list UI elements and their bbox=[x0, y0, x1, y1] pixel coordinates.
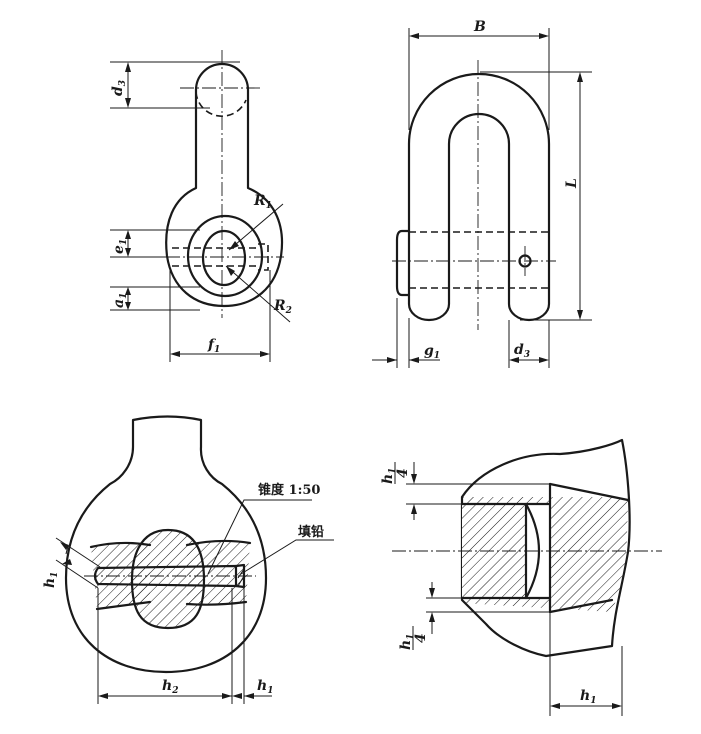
taper-hole-detail-view: h1 4 h1 4 h1 bbox=[380, 438, 662, 716]
top-hole-hidden-line bbox=[195, 91, 247, 117]
eye-section-outline bbox=[64, 415, 268, 674]
f1-label: f1 bbox=[207, 337, 220, 355]
eye-section-view: 锥度 1:50 填铅 h1 h2 h1 bbox=[42, 415, 334, 704]
h1-over-4-top-label: h1 4 bbox=[380, 462, 411, 484]
e1-label: e1 bbox=[111, 239, 129, 254]
h1-bottom-label: h1 bbox=[257, 678, 273, 696]
detail-pin-end-arc bbox=[524, 502, 540, 600]
taper-label: 锥度 1:50 bbox=[258, 482, 320, 498]
detail-taper-flare bbox=[548, 482, 630, 614]
h1-right-bottom-label: h1 bbox=[580, 688, 596, 706]
d3-label: d3 bbox=[110, 80, 128, 96]
svg-text:h1: h1 bbox=[380, 468, 398, 484]
detail-break-outline bbox=[460, 438, 631, 658]
a1-label: a1 bbox=[111, 293, 129, 308]
u-shackle-front-view: B L g1 d3 bbox=[372, 19, 592, 368]
svg-text:4: 4 bbox=[413, 633, 429, 643]
R1-label: R1 bbox=[253, 193, 272, 211]
h1-over-4-middle-label: h1 4 bbox=[398, 626, 429, 650]
eye-hole-outer bbox=[186, 214, 264, 298]
link-oval-hatch bbox=[132, 530, 204, 628]
g1-label: g1 bbox=[424, 343, 440, 361]
d3-label-right: d3 bbox=[514, 342, 530, 360]
eye-fitting-side-view: d3 e1 a1 R1 R2 f1 bbox=[110, 50, 292, 362]
eye-hole-inner bbox=[201, 229, 247, 287]
detail-hole-edges bbox=[460, 482, 552, 614]
svg-text:4: 4 bbox=[395, 468, 411, 478]
h1-left-label: h1 bbox=[42, 572, 60, 588]
shackle-outer-outline bbox=[407, 72, 551, 322]
h2-label: h2 bbox=[162, 678, 178, 696]
L-label: L bbox=[564, 178, 580, 189]
B-label: B bbox=[473, 19, 486, 35]
fill-lead-label: 填铅 bbox=[298, 524, 324, 540]
R2-label: R2 bbox=[273, 298, 292, 316]
pin-head bbox=[395, 229, 411, 297]
taper-pin bbox=[93, 564, 238, 588]
svg-text:h1: h1 bbox=[398, 634, 416, 650]
eye-fitting-outline bbox=[165, 62, 284, 308]
